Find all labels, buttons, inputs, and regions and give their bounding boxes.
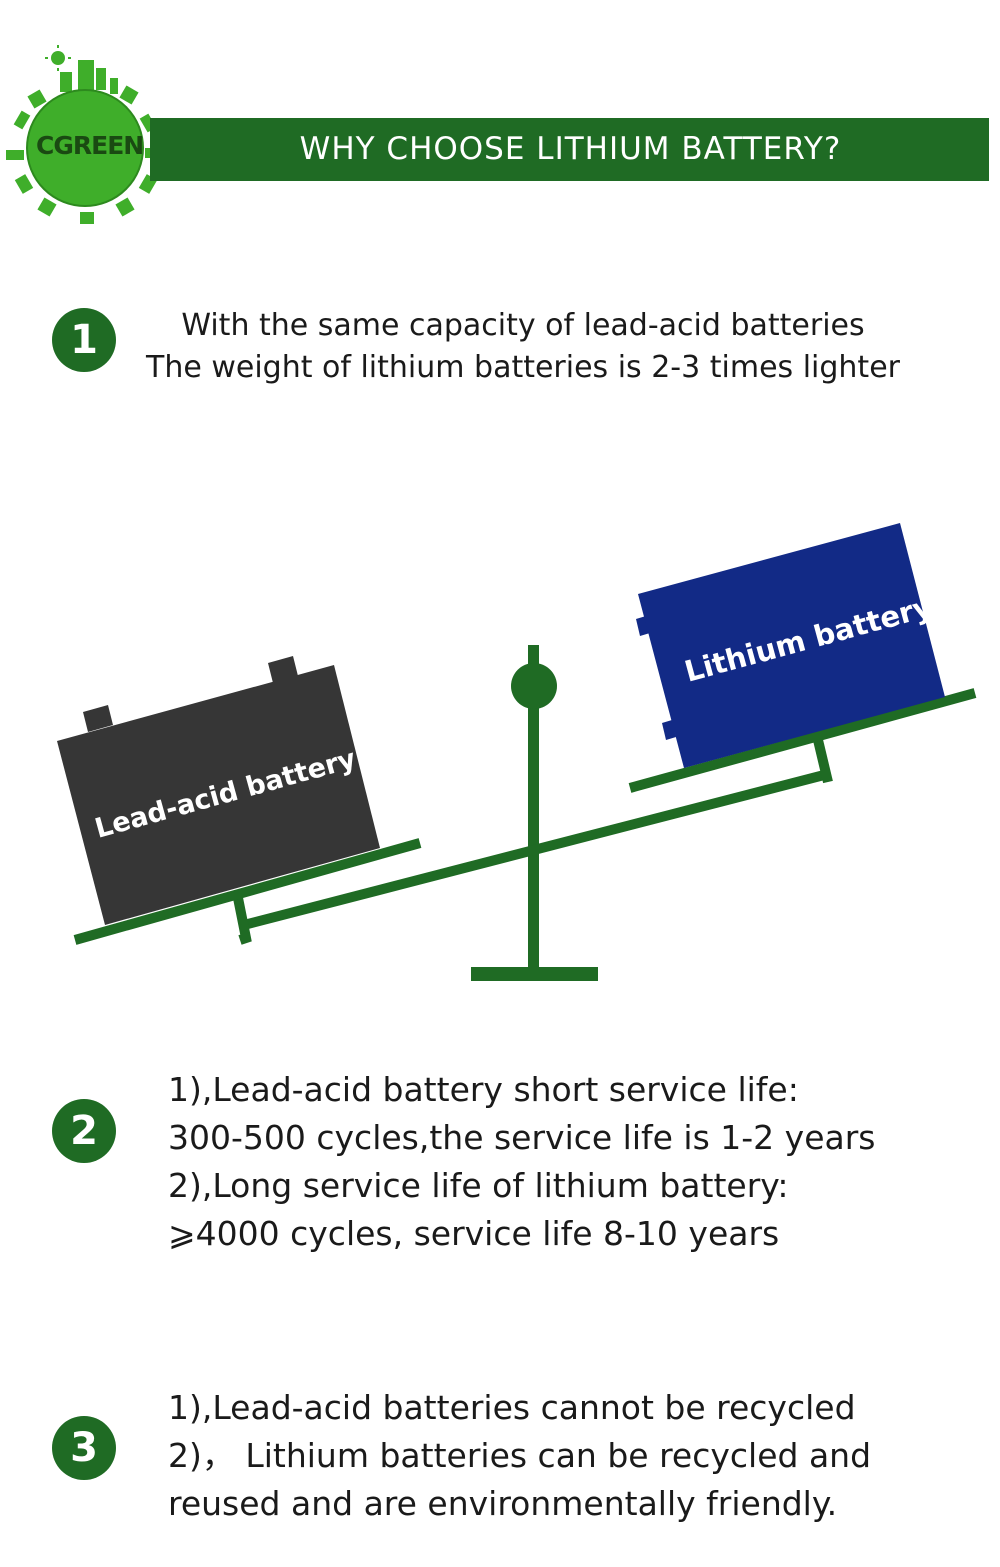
section3-line: 1),Lead-acid batteries cannot be recycle…	[168, 1388, 856, 1427]
lead-acid-battery: Lead-acid battery	[57, 656, 380, 925]
header-bar	[150, 118, 989, 181]
section2-line: 1),Lead-acid battery short service life:	[168, 1070, 799, 1109]
cgreen-logo	[6, 45, 163, 224]
page-title: WHY CHOOSE LITHIUM BATTERY?	[299, 131, 842, 167]
section3-line: 2)， Lithium batteries can be recycled an…	[168, 1436, 872, 1475]
left-hanger	[233, 897, 252, 945]
section3-line: reused and are environmentally friendly.	[168, 1484, 838, 1523]
logo-text: CGREEN	[36, 131, 144, 160]
section1-line: The weight of lithium batteries is 2-3 t…	[146, 350, 900, 385]
scale-pole	[528, 645, 539, 977]
balance-scale-illustration: Lead-acid battery Lithium battery	[57, 523, 977, 981]
step-number-2: 2	[52, 1099, 116, 1163]
right-hanger	[813, 738, 833, 784]
left-pan	[73, 838, 422, 945]
section2-line: 2),Long service life of lithium battery:	[168, 1166, 789, 1205]
right-pan	[628, 688, 977, 793]
section2-line: ⩾4000 cycles, service life 8-10 years	[168, 1214, 780, 1253]
lithium-battery: Lithium battery	[636, 523, 945, 768]
section2-line: 300-500 cycles,the service life is 1-2 y…	[168, 1118, 876, 1157]
section2-text: 1),Lead-acid battery short service life:…	[168, 1066, 988, 1258]
scale-pivot	[511, 663, 557, 709]
step-number-3: 3	[52, 1416, 116, 1480]
section3-text: 1),Lead-acid batteries cannot be recycle…	[168, 1384, 988, 1528]
scale-base	[471, 967, 598, 981]
section1-text: With the same capacity of lead-acid batt…	[128, 305, 918, 389]
section1-line: With the same capacity of lead-acid batt…	[181, 308, 865, 343]
scale-beam	[238, 769, 830, 931]
step-number-1: 1	[52, 308, 116, 372]
